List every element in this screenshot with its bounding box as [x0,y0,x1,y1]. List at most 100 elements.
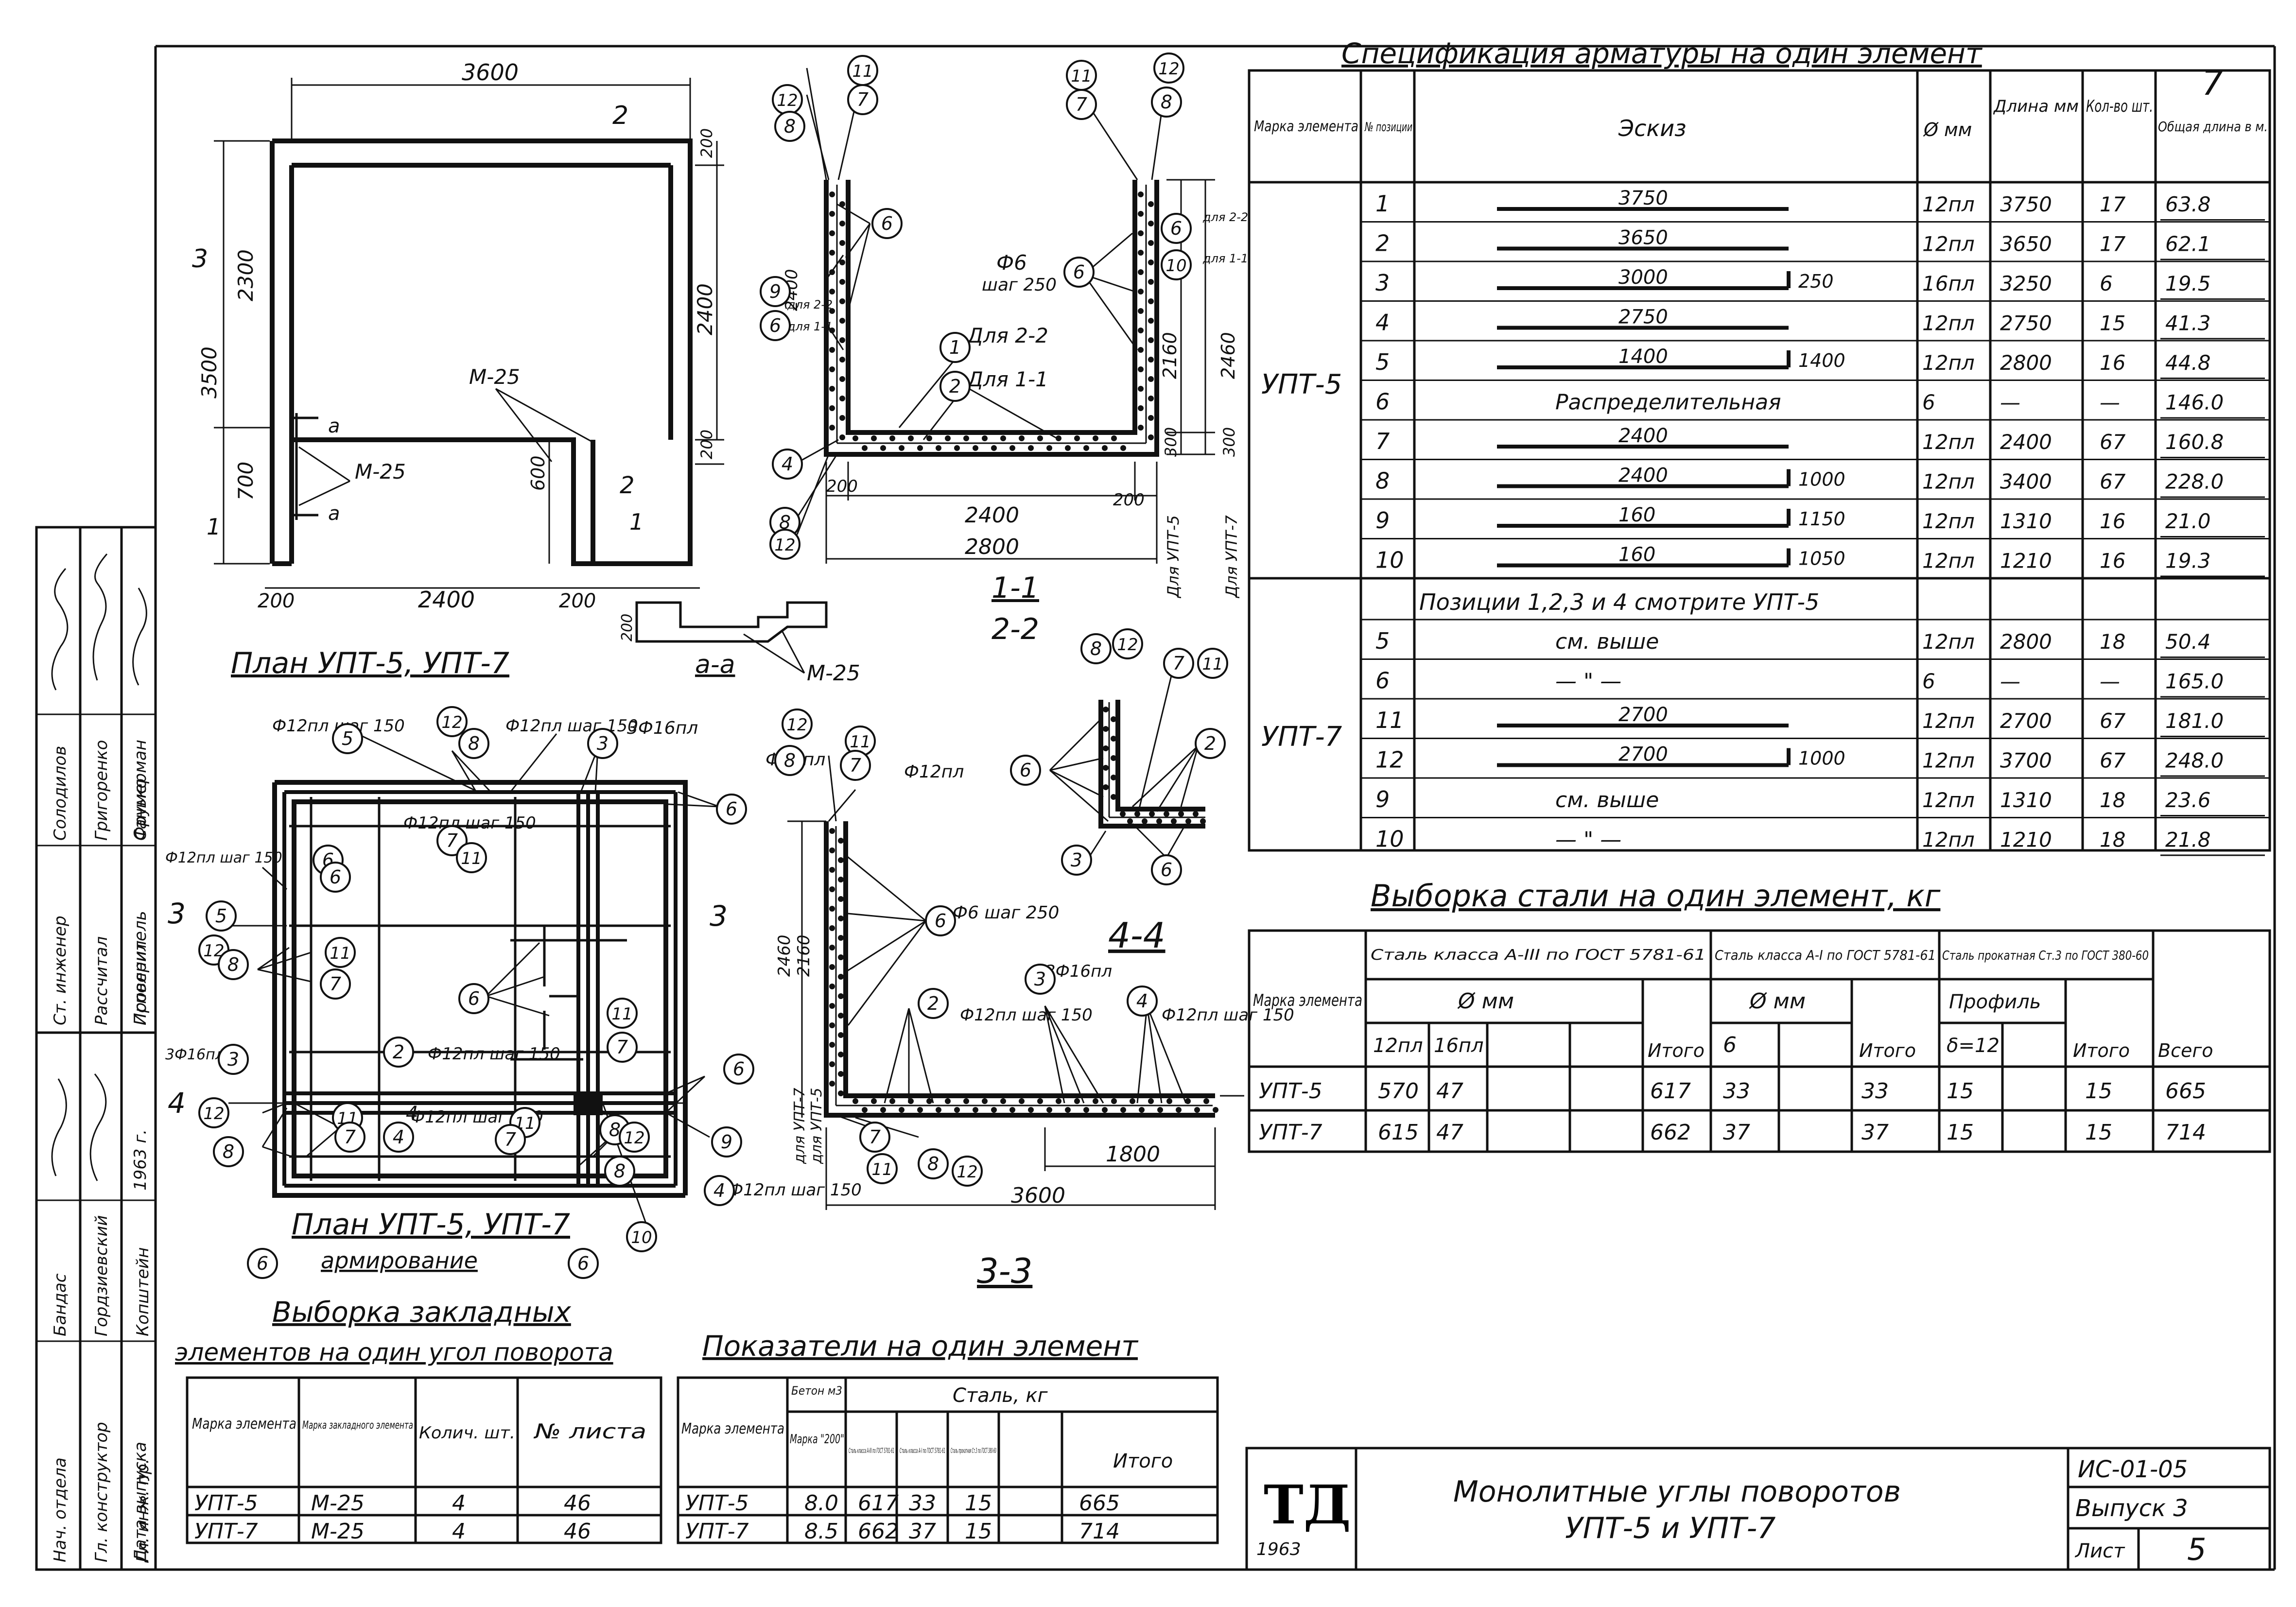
rebar-dot [829,886,835,892]
position-marker-number: 9 [769,281,781,302]
title-line-2: УПТ-5 и УПТ-7 [1565,1511,1775,1545]
position-marker: 6 [247,1248,278,1279]
position-marker-number: 11 [871,1160,892,1179]
position-marker: 6 [1151,854,1182,885]
spec-sketch-value: 2400 [1618,465,1668,487]
position-marker: 8 [918,1148,949,1179]
spec-sketch-value: 3750 [1618,187,1668,209]
spec-total: 19.3 [2165,549,2211,573]
stamp-role: Нач. отдела [51,1457,70,1562]
spec-qty: 67 [2100,749,2126,773]
rebar-dot [1056,435,1061,441]
position-marker: 6 [320,862,351,893]
position-marker-number: 6 [1170,218,1182,239]
stamp-name: Гордзиевский [92,1215,111,1336]
steel-cell-a6: 37 [1723,1120,1750,1145]
position-marker-number: 11 [1202,655,1223,674]
rebar-dot [936,445,941,451]
rebar-dot [1213,1107,1218,1113]
position-marker-circle [198,1097,229,1128]
steel-cell-t3: 15 [2085,1079,2112,1104]
rebar-dot [852,435,858,441]
position-marker: 7 [859,1122,890,1153]
plan1-m25-label: М-25 [469,365,520,389]
position-marker: 4 [383,1122,414,1153]
ind-cell: 617 [858,1491,899,1516]
spec-len: 2800 [2000,630,2052,654]
rebar-dot [1148,396,1154,401]
spec-qty: 15 [2100,311,2125,335]
position-marker-circle [760,276,791,307]
rebar-dot [880,1107,886,1113]
position-marker-number: 6 [257,1253,268,1274]
position-marker-circle [1151,854,1182,885]
position-marker-circle [723,1054,754,1085]
position-marker-number: 7 [616,1037,628,1058]
rebar-dot [945,435,951,441]
spec-sketch-text: Распределительная [1555,390,1781,415]
position-marker: 12 [1153,52,1184,84]
position-marker-circle [1127,985,1158,1017]
rebar-dot [1111,794,1116,800]
rebar-dot [1074,1098,1080,1104]
sec11-for22-left: для 2-2 [787,298,833,311]
spec-total: 160.8 [2165,430,2224,454]
spec-total: 44.8 [2165,351,2211,375]
steel-cell-a12: 615 [1378,1120,1419,1145]
position-marker-circle [774,111,805,142]
steel-cell-all: 665 [2165,1079,2206,1104]
rebar-dot [1134,811,1140,817]
position-marker-number: 11 [611,1004,632,1024]
rebar-dot [1000,1098,1006,1104]
position-marker-number: 6 [726,798,737,820]
ind-cell: УПТ-5 [685,1491,749,1516]
sec33-dim-h2160: 2160 [794,934,814,977]
spec-total: 50.4 [2165,630,2211,654]
spec-pos: 9 [1375,786,1390,812]
steel-cell-a6: 33 [1723,1079,1750,1104]
rebar-dot [1138,328,1144,333]
spec-sketch-value: 160 [1618,544,1655,566]
position-marker-circle [840,750,871,781]
spec-qty: — [2100,670,2120,693]
plan1-dim-bottom-mid: 2400 [418,587,475,613]
spec-d: 16пл [1922,272,1975,295]
spec-len: 2400 [2000,430,2052,454]
rebar-dot [839,221,845,226]
position-marker-circle [626,1221,657,1252]
position-marker-number: 12 [624,1128,644,1148]
position-marker-circle [1066,89,1097,120]
position-marker-number: 4 [782,453,793,475]
position-marker-number: 10 [631,1228,652,1247]
spec-pos: 10 [1375,547,1404,573]
rebar-dot [1037,435,1043,441]
position-marker-circle [774,745,805,776]
sec11-dim-h300b: 300 [1220,427,1238,457]
position-marker-circle [867,1153,898,1184]
rebar-dot [1037,1098,1043,1104]
rebar-dot [954,1107,960,1113]
position-marker-number: 8 [927,1153,939,1175]
rebar-dot [1193,811,1199,817]
rebar-dot [829,828,835,834]
spec-qty: 67 [2100,430,2126,454]
position-marker-circle [213,1136,244,1167]
spec-len: 1310 [2000,509,2052,533]
rebar-dot [1203,1098,1209,1104]
spec-d: 12пл [1922,549,1975,573]
rebar-dot [1148,318,1154,324]
sec11-dim-h300a: 300 [1162,427,1180,457]
position-marker: 3 [1061,845,1092,876]
spec-table-title: Спецификация арматуры на один элемент [1341,37,1983,70]
steel-table: Выборка стали на один элемент, кг Марка … [1248,878,2271,1153]
spec-table: Спецификация арматуры на один элемент Ма… [1248,37,2271,856]
sec11-dim-right200: 200 [1113,490,1145,510]
rebar-dot [1103,726,1109,732]
plan2-phi12-e: Ф12пл шаг 150 [428,1044,560,1064]
rebar-dot [871,435,877,441]
embedded-table: Выборка закладных элементов на один угол… [175,1296,662,1544]
sec11-dim-bottom-total: 2800 [965,535,1019,559]
rebar-dot [829,906,835,912]
plan1-a-label: а [328,415,340,437]
position-marker: 8 [218,949,249,980]
